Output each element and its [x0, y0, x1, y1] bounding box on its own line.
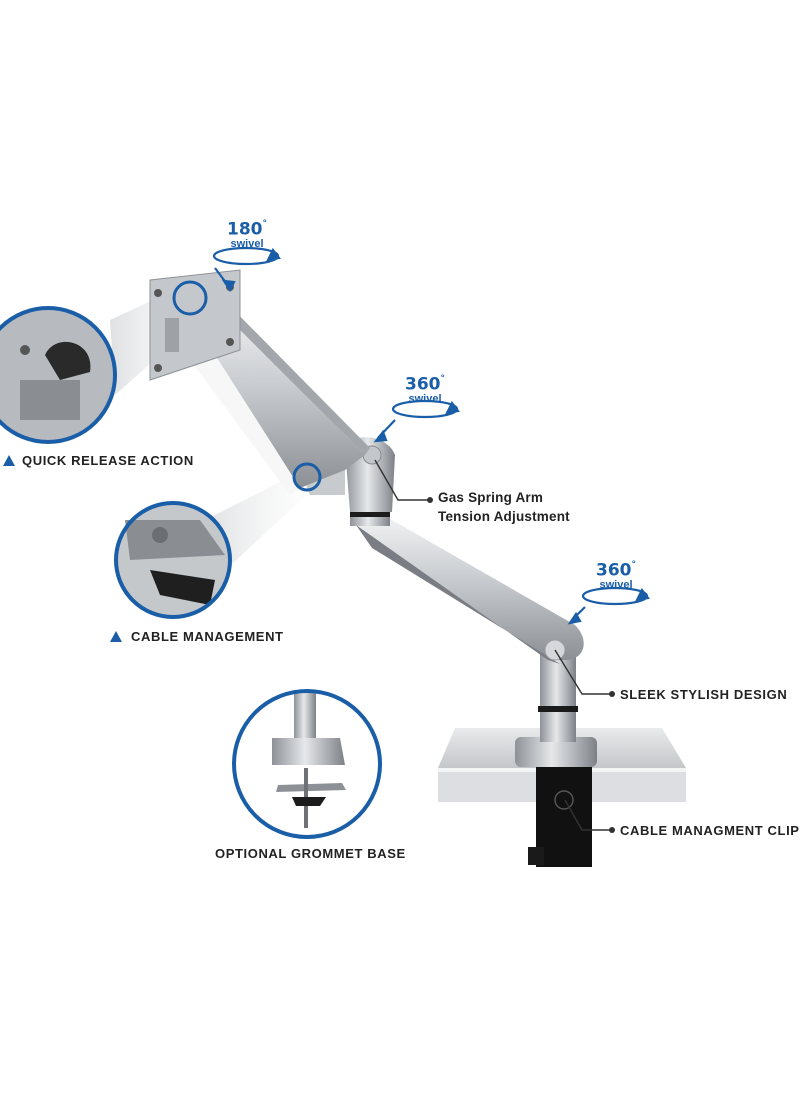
swivel-degree: 360	[405, 374, 441, 395]
degree-sign: °	[631, 560, 637, 570]
swivel-label-360-base: 360° swivel	[591, 559, 641, 591]
quick-release-label: QUICK RELEASE ACTION	[22, 453, 194, 468]
triangle-icon	[110, 631, 122, 642]
swivel-word: swivel	[408, 392, 442, 405]
optional-grommet-label: OPTIONAL GROMMET BASE	[215, 846, 406, 861]
swivel-label-180: 180° swivel	[222, 218, 272, 250]
sleek-design-label: SLEEK STYLISH DESIGN	[620, 687, 788, 702]
gas-spring-line1: Gas Spring Arm	[438, 490, 544, 505]
detail-circle-quick-release	[0, 306, 117, 444]
vesa-plate	[149, 269, 241, 381]
callout-lines	[374, 459, 612, 831]
swivel-word: swivel	[230, 237, 264, 250]
swivel-arrow-icon-1	[212, 246, 281, 293]
detail-circle-grommet	[232, 689, 382, 839]
degree-sign: °	[440, 374, 446, 384]
gas-spring-label: Gas Spring Arm Tension Adjustment	[438, 488, 570, 526]
swivel-degree: 180	[227, 219, 263, 240]
swivel-word: swivel	[599, 578, 633, 591]
swivel-arrow-icon-3	[567, 586, 650, 625]
cable-clip-label: CABLE MANAGMENT CLIP	[620, 823, 800, 838]
swivel-arrow-icon-2	[373, 399, 460, 443]
lower-arm	[350, 512, 584, 664]
degree-sign: °	[262, 219, 268, 229]
cable-clip	[515, 737, 597, 867]
triangle-icon	[3, 455, 15, 466]
cable-management-label: CABLE MANAGEMENT	[131, 629, 284, 644]
arm-pole	[540, 650, 576, 742]
swivel-degree: 360	[596, 560, 632, 581]
gas-spring-line2: Tension Adjustment	[438, 509, 570, 524]
focus-circle-vesa	[172, 280, 208, 316]
zoom-cone-cable	[205, 472, 310, 575]
swivel-label-360-elbow: 360° swivel	[400, 373, 450, 405]
detail-circle-cable-management	[114, 501, 232, 619]
focus-circle-cable	[292, 462, 322, 492]
